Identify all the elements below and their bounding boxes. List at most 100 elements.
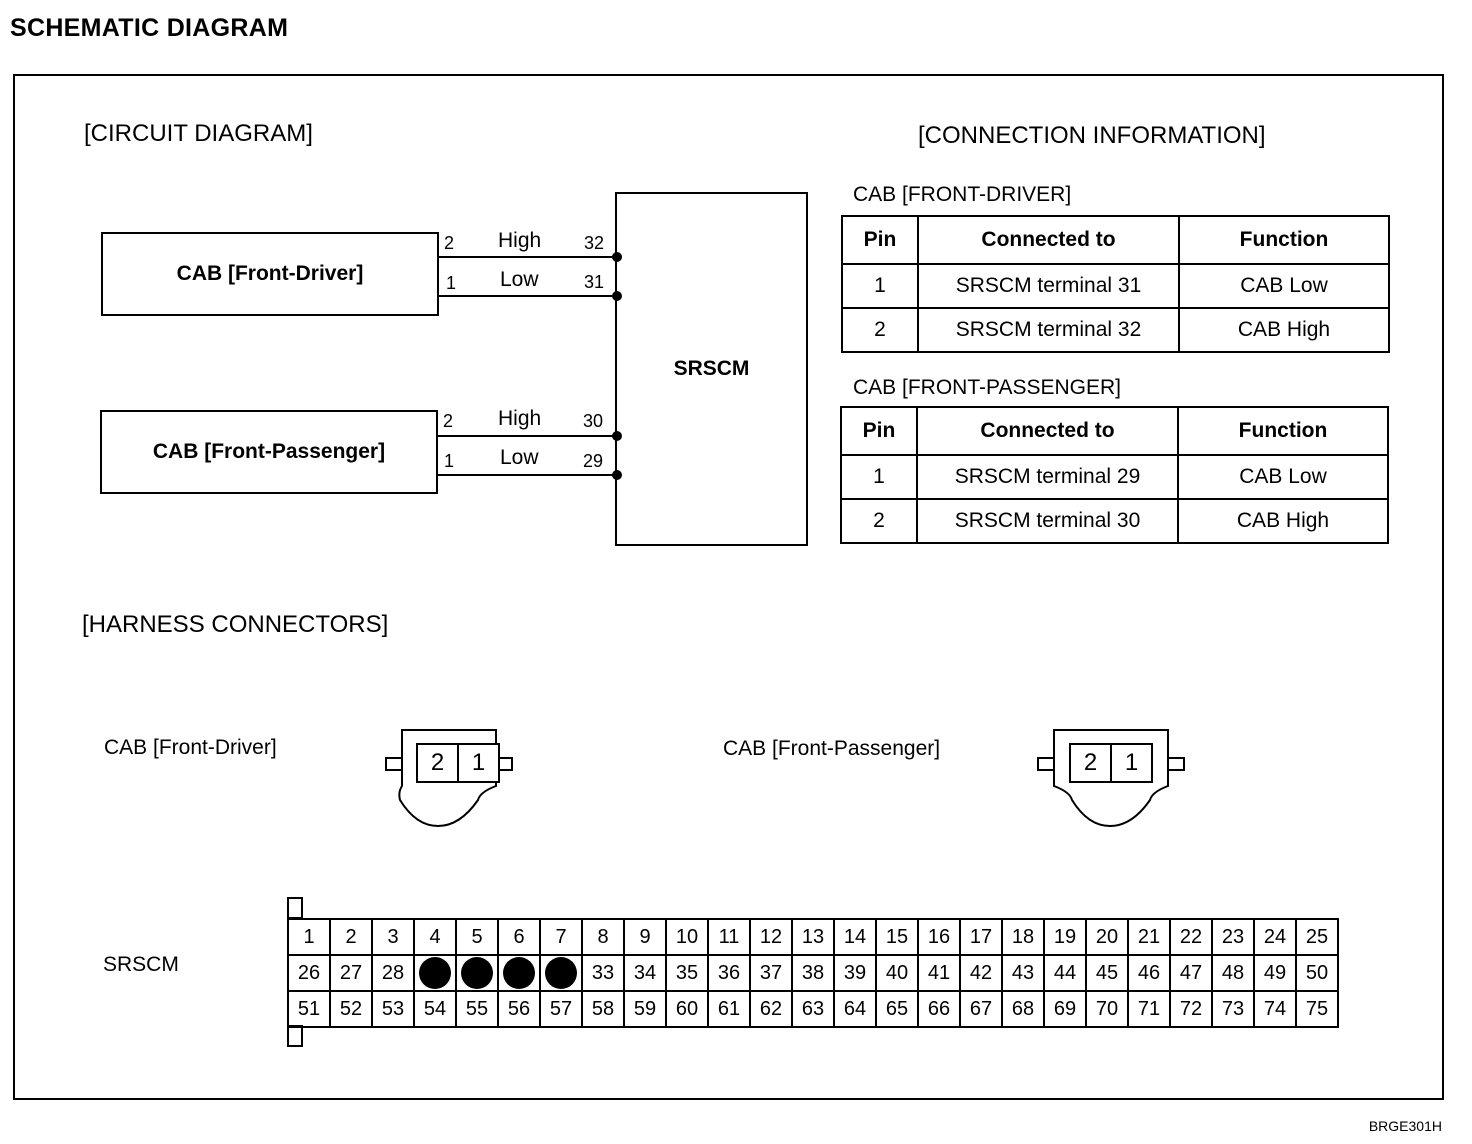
- srscm-pin-cell: 68: [1001, 990, 1045, 1028]
- srscm-pin-cell: 50: [1295, 954, 1339, 992]
- terminal-30-label: 30: [583, 411, 604, 431]
- srscm-pin-cell: 36: [707, 954, 751, 992]
- srscm-pin-cell: 75: [1295, 990, 1339, 1028]
- srscm-pin-cell: 51: [287, 990, 331, 1028]
- srscm-pin-cell: 20: [1085, 918, 1129, 956]
- driver-table-caption: CAB [FRONT-DRIVER]: [853, 183, 1072, 206]
- terminal-31-dot: [612, 291, 622, 301]
- srscm-pin-cell: 45: [1085, 954, 1129, 992]
- cab-front-passenger-box: CAB [Front-Passenger]: [100, 410, 438, 494]
- table-cell: CAB High: [1178, 307, 1390, 353]
- srscm-pin-cell: 18: [1001, 918, 1045, 956]
- srscm-pin-cell: 70: [1085, 990, 1129, 1028]
- passenger-connector-pin-1: 1: [1124, 749, 1139, 776]
- passenger-table-caption: CAB [FRONT-PASSENGER]: [853, 376, 1121, 399]
- table-row: 2 SRSCM terminal 30 CAB High: [840, 498, 1389, 544]
- srscm-pin-cell: 26: [287, 954, 331, 992]
- table-cell: SRSCM terminal 29: [916, 454, 1179, 500]
- srscm-pin-cell: 35: [665, 954, 709, 992]
- srscm-pin-cell: 10: [665, 918, 709, 956]
- srscm-used-pin-marker: [413, 954, 457, 992]
- column-header-function: Function: [1178, 215, 1390, 265]
- passenger-connector-pin-2: 2: [1083, 749, 1098, 776]
- passenger-low-label: Low: [500, 446, 539, 469]
- cab-front-driver-box: CAB [Front-Driver]: [101, 232, 439, 316]
- terminal-32-dot: [612, 252, 622, 262]
- passenger-pin-1: 1: [444, 451, 455, 471]
- srscm-pin-cell: 21: [1127, 918, 1171, 956]
- srscm-pin-cell: 42: [959, 954, 1003, 992]
- column-header-connected-to: Connected to: [916, 406, 1179, 456]
- table-row: 1 SRSCM terminal 29 CAB Low: [840, 454, 1389, 500]
- srscm-pin-cell: 2: [329, 918, 373, 956]
- srscm-pin-cell: 24: [1253, 918, 1297, 956]
- diagram-frame: [13, 74, 1444, 1100]
- terminal-30-dot: [612, 431, 622, 441]
- srscm-pin-cell: 71: [1127, 990, 1171, 1028]
- srscm-pin-cell: 73: [1211, 990, 1255, 1028]
- srscm-pin-cell: 27: [329, 954, 373, 992]
- driver-connector-shape: [385, 729, 513, 828]
- srscm-pin-cell: 43: [1001, 954, 1045, 992]
- driver-connector-pin-2: 2: [430, 749, 445, 776]
- column-header-pin: Pin: [840, 406, 918, 456]
- srscm-connector-latches: [287, 897, 303, 1047]
- srscm-pin-cell: 47: [1169, 954, 1213, 992]
- filled-pin-dot: [461, 957, 493, 989]
- passenger-high-label: High: [498, 407, 542, 430]
- srscm-pin-cell: 9: [623, 918, 667, 956]
- table-cell: 2: [840, 498, 918, 544]
- figure-code: BRGE301H: [1368, 1118, 1442, 1134]
- table-cell: CAB Low: [1178, 263, 1390, 309]
- srscm-pin-cell: 44: [1043, 954, 1087, 992]
- table-header-row: Pin Connected to Function: [841, 215, 1390, 265]
- srscm-pin-cell: 34: [623, 954, 667, 992]
- srscm-pin-cell: 60: [665, 990, 709, 1028]
- srscm-pin-cell: 48: [1211, 954, 1255, 992]
- column-header-function: Function: [1177, 406, 1389, 456]
- srscm-pin-cell: 15: [875, 918, 919, 956]
- srscm-pin-cell: 16: [917, 918, 961, 956]
- srscm-pin-cell: 39: [833, 954, 877, 992]
- srscm-pin-cell: 57: [539, 990, 583, 1028]
- srscm-pin-cell: 19: [1043, 918, 1087, 956]
- harness-driver-label: CAB [Front-Driver]: [104, 736, 277, 759]
- passenger-connector-shape: [1037, 729, 1185, 828]
- srscm-pin-cell: 72: [1169, 990, 1213, 1028]
- table-cell: CAB High: [1177, 498, 1389, 544]
- filled-pin-dot: [545, 957, 577, 989]
- srscm-pin-cell: 33: [581, 954, 625, 992]
- table-header-row: Pin Connected to Function: [840, 406, 1389, 456]
- srscm-pin-cell: 53: [371, 990, 415, 1028]
- table-cell: CAB Low: [1177, 454, 1389, 500]
- table-row: 1 SRSCM terminal 31 CAB Low: [841, 263, 1390, 309]
- terminal-32-label: 32: [584, 233, 605, 253]
- table-cell: SRSCM terminal 30: [916, 498, 1179, 544]
- table-cell: 1: [841, 263, 919, 309]
- srscm-used-pin-marker: [539, 954, 583, 992]
- driver-pin-2: 2: [444, 233, 455, 253]
- harness-srscm-label: SRSCM: [103, 953, 179, 976]
- srscm-pin-cell: 66: [917, 990, 961, 1028]
- srscm-pin-cell: 59: [623, 990, 667, 1028]
- table-row: 2 SRSCM terminal 32 CAB High: [841, 307, 1390, 353]
- srscm-pin-cell: 3: [371, 918, 415, 956]
- srscm-pin-cell: 56: [497, 990, 541, 1028]
- driver-low-label: Low: [500, 268, 539, 291]
- terminal-31-label: 31: [584, 272, 605, 292]
- column-header-connected-to: Connected to: [917, 215, 1180, 265]
- srscm-pin-cell: 63: [791, 990, 835, 1028]
- srscm-pin-cell: 62: [749, 990, 793, 1028]
- srscm-pin-cell: 11: [707, 918, 751, 956]
- srscm-pin-cell: 40: [875, 954, 919, 992]
- table-cell: SRSCM terminal 32: [917, 307, 1180, 353]
- filled-pin-dot: [419, 957, 451, 989]
- filled-pin-dot: [503, 957, 535, 989]
- srscm-pin-cell: 25: [1295, 918, 1339, 956]
- srscm-pin-cell: 64: [833, 990, 877, 1028]
- srscm-pin-cell: 55: [455, 990, 499, 1028]
- driver-pin-1: 1: [446, 273, 457, 293]
